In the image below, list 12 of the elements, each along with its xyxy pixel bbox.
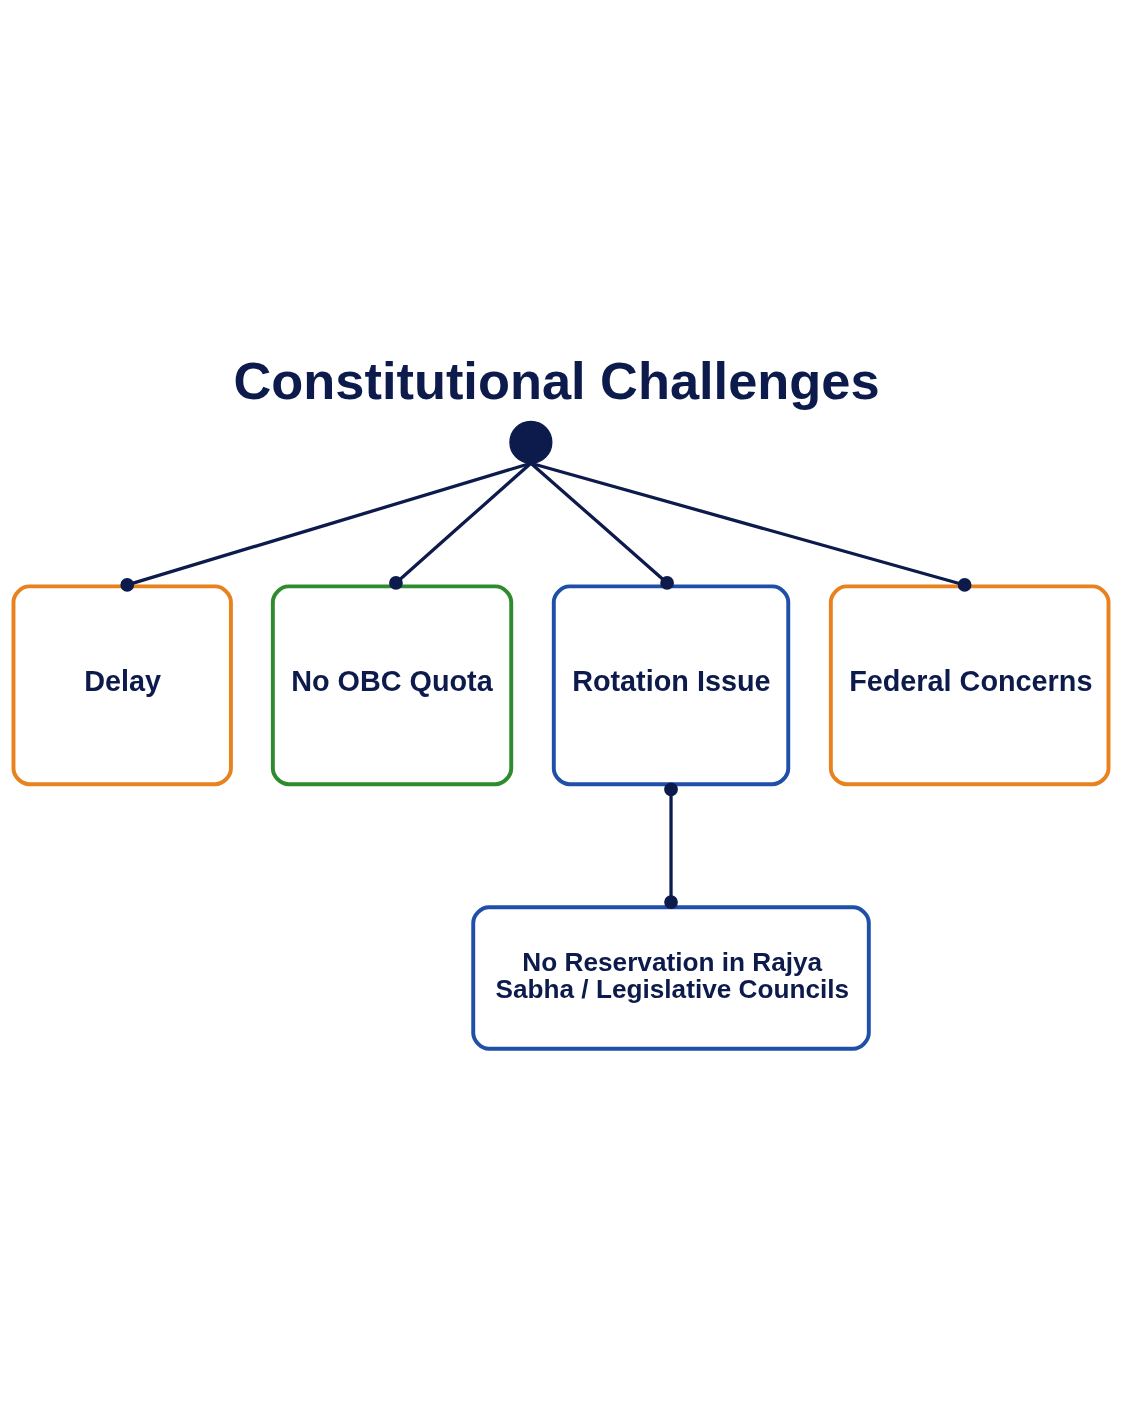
connector bbox=[530, 461, 972, 592]
connector bbox=[529, 462, 674, 590]
node-box: No Reservation in Rajya Sabha / Legislative Councils bbox=[471, 905, 871, 1051]
connector bbox=[120, 461, 532, 592]
connector bbox=[664, 782, 678, 909]
node-circle bbox=[509, 420, 553, 464]
node-box: No OBC Quota bbox=[270, 584, 514, 787]
node-box: Federal Concerns bbox=[828, 584, 1111, 787]
connector bbox=[389, 462, 532, 590]
node-box: Delay bbox=[11, 584, 233, 787]
diagram-title: Constitutional Challenges bbox=[233, 352, 880, 411]
node-box: Rotation Issue bbox=[551, 584, 791, 787]
